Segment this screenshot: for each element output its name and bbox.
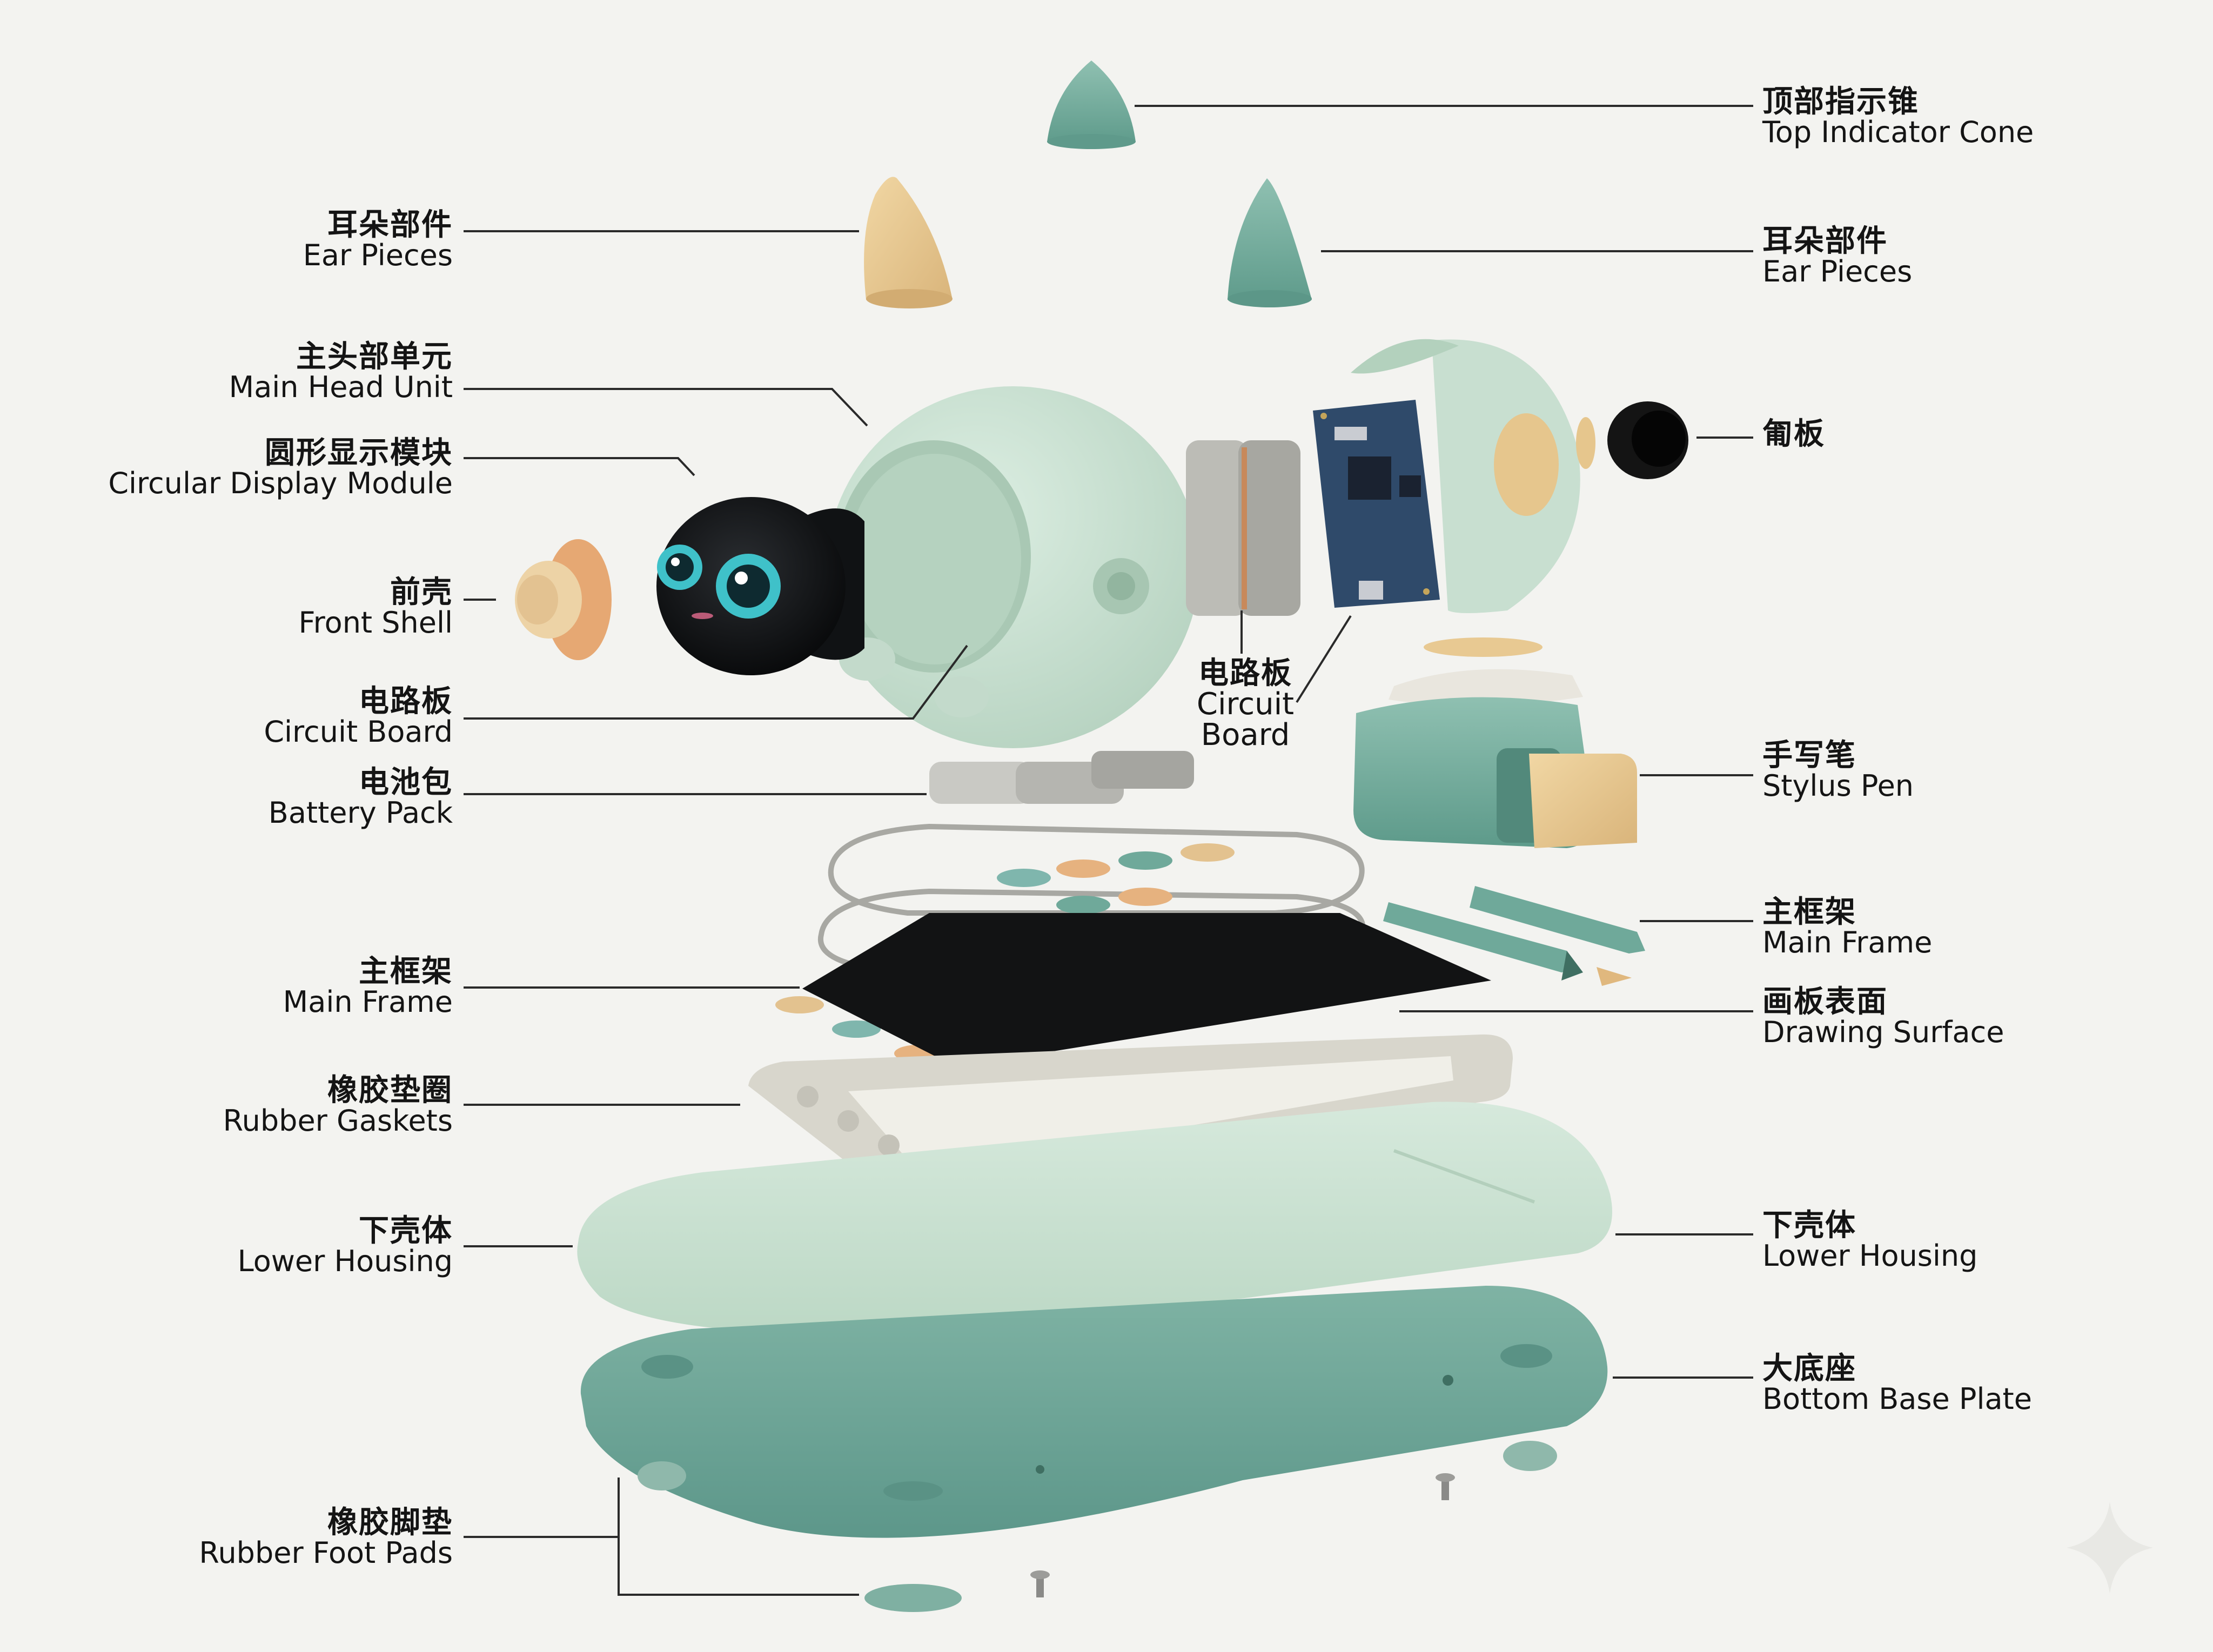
label-rubber-gaskets: 橡胶垫圈 Rubber Gaskets xyxy=(223,1075,453,1136)
label-zh: 下壳体 xyxy=(1762,1208,1856,1243)
label-zh: 手写笔 xyxy=(1762,738,1856,773)
label-zh: 画板表面 xyxy=(1762,984,1888,1019)
label-zh: 顶部指示锥 xyxy=(1762,84,1919,119)
label-main-frame-right: 主框架 Main Frame xyxy=(1762,897,1932,957)
black-cap xyxy=(1607,401,1688,479)
label-zh: 大底座 xyxy=(1762,1351,1856,1386)
main-head-unit xyxy=(827,386,1199,748)
label-rubber-foot-pads: 橡胶脚垫 Rubber Foot Pads xyxy=(199,1507,453,1568)
label-en: Main Frame xyxy=(1762,925,1933,960)
label-circuit-board-left: 电路板 Circuit Board xyxy=(264,686,453,747)
label-en: Circular Display Module xyxy=(108,466,453,501)
label-lower-housing-left: 下壳体 Lower Housing xyxy=(238,1216,453,1276)
sparkle-icon xyxy=(2067,1502,2153,1594)
screws xyxy=(1030,1473,1455,1597)
label-en: Bottom Base Plate xyxy=(1762,1382,2032,1416)
label-en: Ear Pieces xyxy=(303,238,453,273)
label-en: Top Indicator Cone xyxy=(1762,115,2034,150)
circular-display-module xyxy=(656,497,864,675)
label-en: Ear Pieces xyxy=(1762,254,1913,289)
leader-display xyxy=(464,457,695,476)
label-zh: 橡胶垫圈 xyxy=(327,1073,453,1108)
battery-pack xyxy=(929,751,1194,804)
label-zh: 前壳 xyxy=(390,575,453,610)
leader-foot-pads-bottom xyxy=(618,1537,859,1596)
label-zh: 匍板 xyxy=(1762,417,1825,452)
label-zh: 电路板 xyxy=(359,684,453,719)
label-en: Stylus Pen xyxy=(1762,769,1914,803)
label-en: Rubber Gaskets xyxy=(223,1104,453,1138)
label-circuit-board-center: 电路板 Circuit Board xyxy=(1189,658,1302,750)
leader-foot-pads xyxy=(464,1478,620,1538)
label-en: Lower Housing xyxy=(237,1244,453,1279)
leader-main-head xyxy=(464,388,868,427)
stylus-pens xyxy=(1383,886,1645,986)
label-en: Battery Pack xyxy=(268,796,453,830)
label-zh: 电路板 xyxy=(1198,656,1292,691)
label-zh: 电池包 xyxy=(359,765,453,800)
label-en: Lower Housing xyxy=(1762,1239,1978,1273)
label-en: Front Shell xyxy=(298,606,453,640)
label-circular-display-module: 圆形显示模块 Circular Display Module xyxy=(108,438,453,498)
label-zh: 圆形显示模块 xyxy=(265,435,453,471)
stylus-holder xyxy=(1353,697,1637,848)
top-indicator-cone xyxy=(1047,61,1136,149)
label-ear-pieces-right: 耳朵部件 Ear Pieces xyxy=(1762,226,1912,286)
ear-piece-right xyxy=(1228,178,1312,307)
lower-housing xyxy=(577,1102,1612,1334)
drawing-surface xyxy=(802,913,1491,1067)
label-en: Main Frame xyxy=(283,985,453,1019)
leader-circuit-center-b xyxy=(1296,615,1352,703)
label-main-frame-left: 主框架 Main Frame xyxy=(283,956,453,1017)
label-zh: 耳朵部件 xyxy=(1762,224,1888,259)
circuit-battery-cells xyxy=(1186,440,1300,616)
leader-lines xyxy=(464,105,1753,1596)
label-main-head-unit: 主头部单元 Main Head Unit xyxy=(229,341,453,402)
label-en: Main Head Unit xyxy=(229,370,453,405)
label-en: Rubber Foot Pads xyxy=(199,1536,453,1570)
label-battery-pack: 电池包 Battery Pack xyxy=(269,767,453,828)
label-en: Drawing Surface xyxy=(1762,1015,2004,1050)
front-shell xyxy=(515,539,612,660)
label-en: Circuit Board xyxy=(264,715,453,749)
circuit-board-pcb xyxy=(1313,400,1440,608)
label-zh: 主头部单元 xyxy=(296,339,453,374)
label-drawing-surface: 画板表面 Drawing Surface xyxy=(1762,986,2004,1047)
label-front-shell: 前壳 Front Shell xyxy=(299,577,453,637)
rubber-foot-pads xyxy=(638,1441,1557,1612)
label-zh: 耳朵部件 xyxy=(327,207,453,243)
label-stylus-pen: 手写笔 Stylus Pen xyxy=(1762,740,1914,801)
label-zh: 主框架 xyxy=(1762,895,1856,930)
label-plate: 匍板 xyxy=(1762,419,1825,449)
label-top-indicator-cone: 顶部指示锥 Top Indicator Cone xyxy=(1762,86,2034,147)
label-en-line1: Circuit xyxy=(1196,687,1295,722)
label-lower-housing-right: 下壳体 Lower Housing xyxy=(1762,1210,1977,1271)
label-zh: 下壳体 xyxy=(359,1213,453,1248)
ear-piece-left xyxy=(864,177,953,308)
label-zh: 主框架 xyxy=(359,954,453,989)
small-plates xyxy=(1389,637,1583,706)
label-ear-pieces-left: 耳朵部件 Ear Pieces xyxy=(303,210,453,270)
label-bottom-base-plate: 大底座 Bottom Base Plate xyxy=(1762,1353,2032,1414)
label-en-line2: Board xyxy=(1201,717,1290,753)
bottom-base-plate xyxy=(580,1286,1608,1538)
leader-circuit-left xyxy=(464,644,968,720)
back-head-shell xyxy=(1351,339,1595,613)
label-zh: 橡胶脚垫 xyxy=(327,1505,453,1540)
